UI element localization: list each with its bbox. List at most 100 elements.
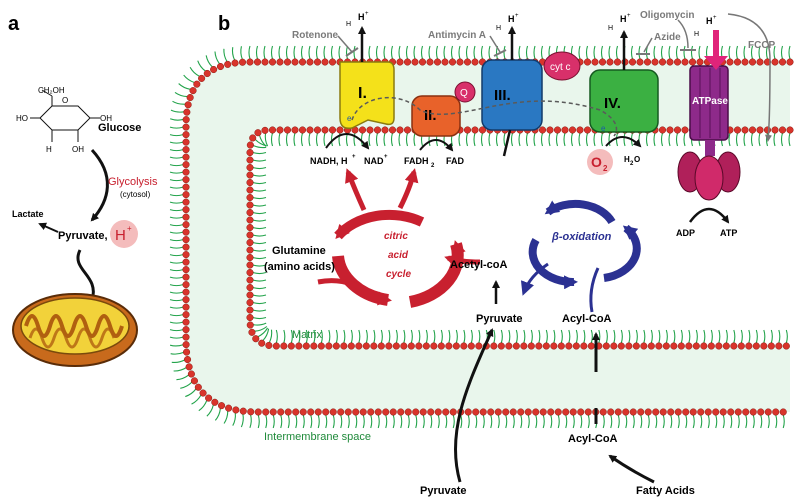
lipid-head-inner: [246, 268, 254, 277]
lipid-head-outer: [749, 408, 757, 416]
lipid-tail: [480, 132, 484, 147]
lipid-head-outer: [313, 58, 322, 66]
lipid-tail: [518, 132, 521, 147]
matrix-metabolites: Acetyl-coA Pyruvate Acyl-CoA: [450, 259, 612, 483]
lipid-head-outer: [292, 408, 300, 416]
lipid-head-inner: [400, 342, 408, 350]
lipid-head-outer: [494, 408, 502, 416]
lipid-tail: [758, 132, 761, 147]
lipid-tail: [380, 329, 383, 344]
lipid-head-outer: [688, 58, 697, 66]
lipid-tail: [214, 408, 221, 421]
glucose-ho: HO: [16, 114, 28, 123]
lipid-tail: [178, 83, 191, 90]
lipid-head-outer: [628, 58, 637, 66]
lipid-tail: [440, 329, 443, 344]
water-o: O: [634, 155, 640, 164]
lipid-head-inner: [298, 126, 307, 134]
lipid-head-outer: [299, 408, 307, 416]
lipid-head-outer: [733, 58, 742, 66]
lipid-tail: [360, 132, 364, 147]
lipid-tail: [725, 329, 728, 344]
lipid-head-outer: [182, 206, 190, 214]
lipid-tail: [750, 45, 754, 60]
lipid-head-outer: [441, 58, 449, 66]
lipid-head-inner: [666, 126, 674, 134]
fadh-label: FADH: [404, 156, 429, 166]
lipid-tail: [782, 414, 785, 429]
lipid-head-outer: [382, 408, 390, 416]
lipid-head-outer: [396, 58, 404, 66]
antimycin-inhibit-line: [489, 35, 501, 53]
tca-arc-top: [334, 209, 425, 240]
lipid-tail: [653, 132, 656, 147]
lipid-tail: [338, 45, 341, 60]
lipid-tail: [264, 133, 269, 147]
lipid-tail: [500, 329, 503, 344]
lipid-tail: [650, 329, 653, 344]
lipid-head-outer: [569, 408, 577, 416]
lipid-head-outer: [268, 58, 277, 66]
beta-oxidation-cycle: β-oxidation: [520, 199, 641, 313]
lipid-tail: [169, 156, 184, 159]
lipid-head-outer: [674, 408, 682, 416]
lipid-tail: [403, 329, 406, 344]
lipid-tail: [683, 45, 686, 60]
lipid-tail: [778, 329, 781, 344]
lipid-tail: [370, 414, 373, 429]
lipid-head-outer: [199, 389, 207, 397]
lipid-head-inner: [287, 342, 295, 350]
lipid-head-outer: [182, 153, 190, 161]
glycolysis-label: Glycolysis: [108, 176, 158, 188]
lipid-tail: [368, 45, 371, 60]
lipid-head-inner: [347, 342, 355, 350]
lipid-head-outer: [606, 58, 614, 66]
lipid-tail: [169, 321, 184, 324]
lipid-tail: [605, 329, 608, 344]
lipid-tail: [557, 414, 560, 429]
lipid-tail: [169, 299, 184, 302]
lipid-head-outer: [643, 58, 652, 66]
lipid-head-inner: [246, 253, 254, 262]
lipid-head-inner: [527, 342, 535, 350]
lipid-head-outer: [726, 58, 734, 66]
lipid-head-outer: [374, 408, 382, 416]
lipid-tail: [410, 329, 413, 344]
lipid-tail: [169, 216, 184, 219]
lipid-head-inner: [246, 208, 254, 217]
lipid-tail: [743, 132, 746, 147]
lipid-tail: [745, 414, 748, 429]
lipid-tail: [520, 414, 523, 429]
lipid-tail: [252, 294, 267, 297]
lipid-head-outer: [598, 58, 607, 66]
lipid-tail: [620, 329, 623, 344]
lipid-tail: [770, 329, 773, 344]
lipid-tail: [688, 329, 691, 344]
lipid-head-outer: [696, 58, 704, 66]
lipid-head-outer: [554, 408, 562, 416]
lipid-tail: [623, 132, 626, 147]
oligomycin-label: Oligomycin: [640, 10, 694, 21]
lipid-head-outer: [412, 408, 420, 416]
lipid-tail: [350, 329, 353, 344]
lipid-tail: [510, 132, 514, 147]
cytochrome-c: [543, 51, 581, 81]
lipid-head-inner: [452, 342, 460, 350]
lipid-head-inner: [583, 126, 592, 134]
lipid-head-outer: [216, 62, 225, 71]
lipid-tail: [338, 132, 341, 147]
intermembrane-space-label: Intermembrane space: [264, 431, 371, 443]
lipid-head-outer: [182, 243, 190, 251]
antimycin-inhibit-bar: [493, 49, 507, 57]
lipid-tail: [465, 45, 469, 60]
lipid-tail: [173, 367, 187, 372]
lipid-head-inner: [246, 178, 254, 187]
lipid-head-outer: [198, 74, 206, 82]
lipid-tail: [252, 257, 267, 260]
proton-iii: H: [508, 14, 515, 24]
lipid-head-inner: [471, 126, 479, 134]
lipid-head-inner: [497, 342, 505, 350]
lipid-head-inner: [550, 342, 558, 350]
lipid-head-outer: [786, 58, 794, 66]
oxygen-sub: 2: [603, 164, 608, 173]
